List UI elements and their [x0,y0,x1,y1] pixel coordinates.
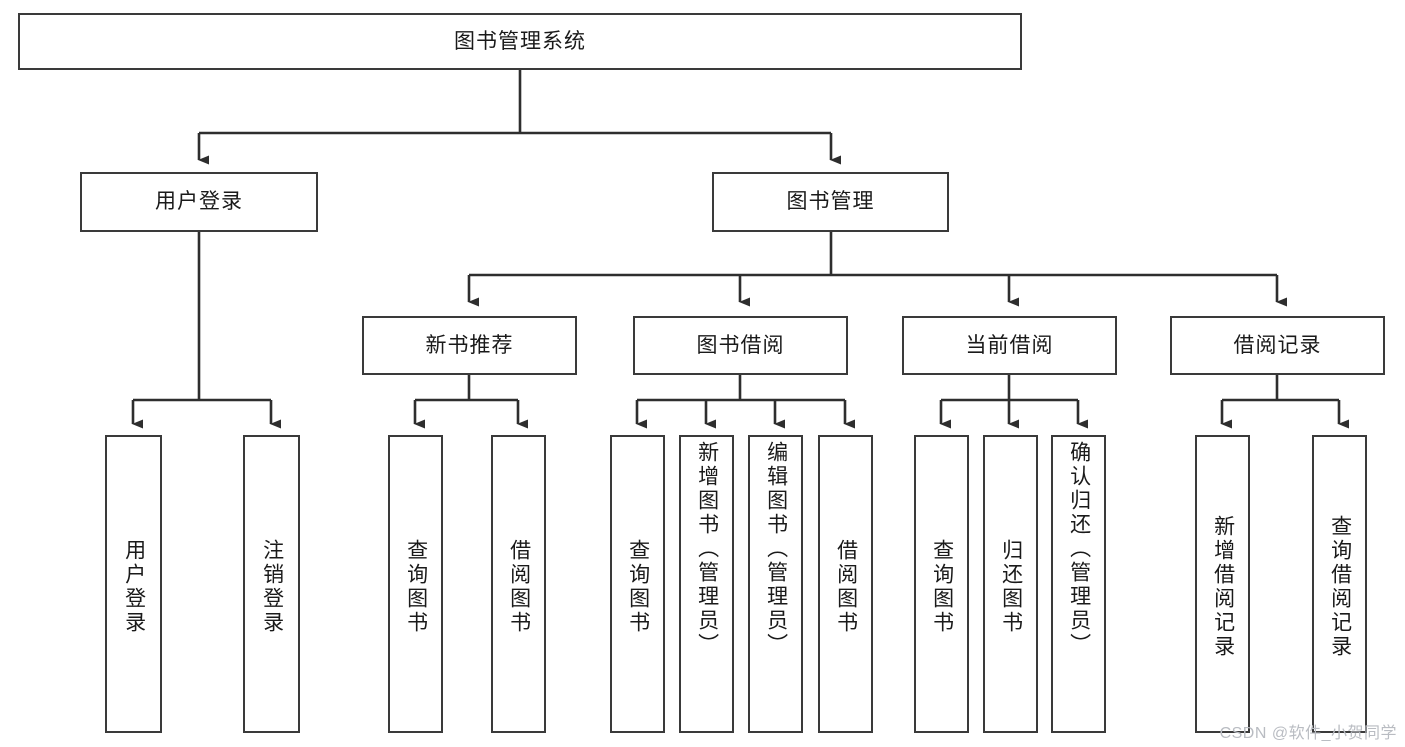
node-root-label: 图书管理系统 [454,29,586,53]
leaf-logout[interactable]: 注销登录 [243,435,300,733]
node-user-login[interactable]: 用户登录 [80,172,318,232]
leaf-query-borrow-record[interactable]: 查询借阅记录 [1312,435,1367,733]
leaf-borrow-book-2-label: 借阅图书 [834,539,858,635]
leaf-user-login[interactable]: 用户登录 [105,435,162,733]
leaf-borrow-book-1[interactable]: 借阅图书 [491,435,546,733]
leaf-query-book-2-label: 查询图书 [626,539,650,635]
node-root[interactable]: 图书管理系统 [18,13,1022,70]
leaf-return-book[interactable]: 归还图书 [983,435,1038,733]
node-book-borrow-label: 图书借阅 [696,333,785,357]
leaf-query-book-1-label: 查询图书 [404,539,428,635]
node-book-borrow[interactable]: 图书借阅 [633,316,848,375]
leaf-borrow-book-1-label: 借阅图书 [507,539,531,635]
leaf-query-borrow-record-label: 查询借阅记录 [1328,515,1352,659]
node-book-management[interactable]: 图书管理 [712,172,949,232]
node-borrow-records[interactable]: 借阅记录 [1170,316,1385,375]
leaf-borrow-book-2[interactable]: 借阅图书 [818,435,873,733]
leaf-edit-book-admin[interactable]: 编辑图书（管理员） [748,435,803,733]
leaf-query-book-3-label: 查询图书 [930,539,954,635]
leaf-query-book-1[interactable]: 查询图书 [388,435,443,733]
leaf-add-book-admin[interactable]: 新增图书（管理员） [679,435,734,733]
leaf-query-book-3[interactable]: 查询图书 [914,435,969,733]
leaf-edit-book-admin-label: 编辑图书（管理员） [764,441,788,657]
leaf-add-borrow-record[interactable]: 新增借阅记录 [1195,435,1250,733]
leaf-confirm-return-admin[interactable]: 确认归还（管理员） [1051,435,1106,733]
node-borrow-records-label: 借阅记录 [1233,333,1322,357]
leaf-logout-label: 注销登录 [260,539,284,635]
leaf-query-book-2[interactable]: 查询图书 [610,435,665,733]
leaf-add-borrow-record-label: 新增借阅记录 [1211,515,1235,659]
node-new-book-recommend[interactable]: 新书推荐 [362,316,577,375]
node-user-login-label: 用户登录 [155,190,243,214]
watermark-text: CSDN @软件_小贺同学 [1219,725,1397,742]
node-new-book-recommend-label: 新书推荐 [425,333,514,357]
leaf-return-book-label: 归还图书 [999,539,1023,635]
leaf-add-book-admin-label: 新增图书（管理员） [695,441,719,657]
node-book-management-label: 图书管理 [786,190,875,214]
leaf-user-login-label: 用户登录 [122,539,146,635]
node-current-borrow-label: 当前借阅 [965,333,1054,357]
node-current-borrow[interactable]: 当前借阅 [902,316,1117,375]
leaf-confirm-return-admin-label: 确认归还（管理员） [1067,441,1091,657]
